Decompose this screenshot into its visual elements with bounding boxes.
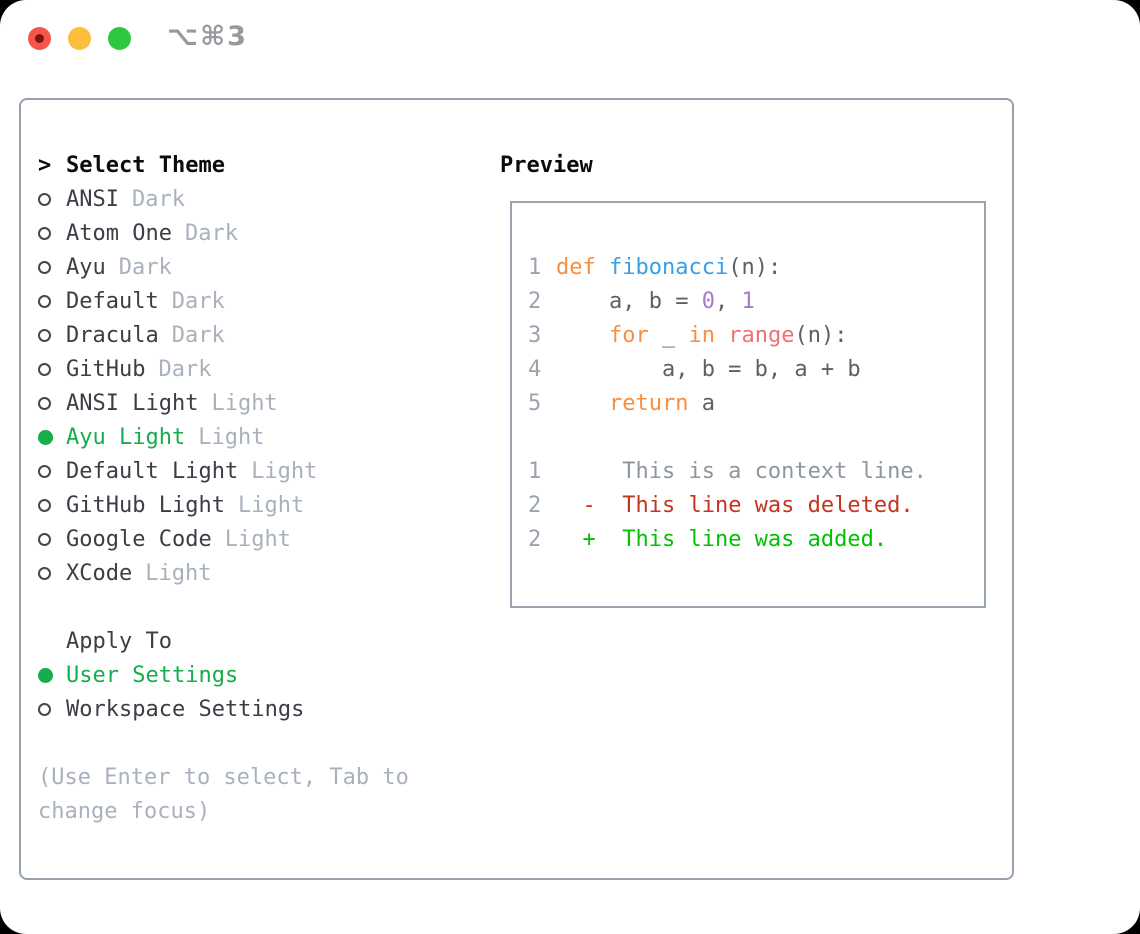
theme-item-ayu[interactable]: Ayu Dark bbox=[38, 250, 409, 284]
theme-item-ayu-light[interactable]: Ayu Light Light bbox=[38, 420, 409, 454]
preview-title: Preview bbox=[500, 152, 593, 178]
theme-name: GitHub bbox=[66, 356, 146, 382]
theme-item-default[interactable]: Default Dark bbox=[38, 284, 409, 318]
theme-item-atom-one[interactable]: Atom One Dark bbox=[38, 216, 409, 250]
radio-icon bbox=[38, 498, 66, 512]
close-dot-icon bbox=[35, 34, 44, 43]
theme-name: ANSI Light bbox=[66, 390, 199, 416]
spacer bbox=[38, 726, 409, 760]
context-line: 1 This is a context line. bbox=[528, 458, 927, 484]
added-line: 2 + This line was added. bbox=[528, 526, 888, 552]
theme-name: Atom One bbox=[66, 220, 172, 246]
theme-variant: Dark bbox=[131, 186, 185, 212]
line-number: 2 bbox=[528, 288, 542, 314]
theme-name: Dracula bbox=[66, 322, 159, 348]
apply-option-label: Workspace Settings bbox=[66, 696, 305, 722]
theme-item-dracula[interactable]: Dracula Dark bbox=[38, 318, 409, 352]
theme-variant: Light bbox=[145, 560, 212, 586]
close-button[interactable] bbox=[28, 27, 51, 50]
radio-icon bbox=[38, 702, 66, 716]
theme-item-default-light[interactable]: Default Light Light bbox=[38, 454, 409, 488]
radio-icon bbox=[38, 328, 66, 342]
theme-variant: Dark bbox=[118, 254, 172, 280]
line-number: 1 bbox=[528, 458, 542, 484]
radio-icon bbox=[38, 362, 66, 376]
theme-variant: Light bbox=[237, 492, 305, 518]
theme-name: XCode bbox=[66, 560, 133, 586]
radio-icon bbox=[38, 464, 66, 478]
theme-variant: Dark bbox=[171, 288, 225, 314]
radio-icon bbox=[38, 396, 66, 410]
radio-icon bbox=[38, 260, 66, 274]
theme-item-ansi[interactable]: ANSI Dark bbox=[38, 182, 409, 216]
line-number: 2 bbox=[528, 492, 542, 518]
theme-variant: Dark bbox=[184, 220, 238, 246]
theme-variant: Dark bbox=[171, 322, 225, 348]
theme-name: GitHub Light bbox=[66, 492, 225, 518]
line-number: 3 bbox=[528, 322, 542, 348]
theme-name: Ayu bbox=[66, 254, 106, 280]
theme-variant: Light bbox=[211, 390, 278, 416]
minimize-button[interactable] bbox=[68, 27, 91, 50]
theme-item-ansi-light[interactable]: ANSI Light Light bbox=[38, 386, 409, 420]
theme-variant: Light bbox=[251, 458, 318, 484]
hint-line-1: (Use Enter to select, Tab to bbox=[38, 764, 409, 790]
theme-variant: Light bbox=[198, 424, 265, 450]
apply-option-workspace-settings[interactable]: Workspace Settings bbox=[38, 692, 409, 726]
theme-name: Google Code bbox=[66, 526, 212, 552]
theme-name: Default Light bbox=[66, 458, 239, 484]
theme-name: Ayu Light bbox=[66, 424, 186, 450]
theme-name: ANSI bbox=[66, 186, 119, 212]
line-number: 1 bbox=[528, 254, 542, 280]
line-number: 5 bbox=[528, 390, 542, 416]
theme-item-github-light[interactable]: GitHub Light Light bbox=[38, 488, 409, 522]
apply-to-header: Apply To bbox=[38, 624, 409, 658]
spacer bbox=[38, 590, 409, 624]
zoom-button[interactable] bbox=[108, 27, 131, 50]
radio-icon bbox=[38, 532, 66, 546]
radio-selected-icon bbox=[38, 667, 66, 683]
code-line: 3 for _ in range(n): bbox=[528, 322, 848, 348]
line-number: 2 bbox=[528, 526, 542, 552]
theme-variant: Light bbox=[224, 526, 291, 552]
code-line: 4 a, b = b, a + b bbox=[528, 356, 861, 382]
radio-selected-icon bbox=[38, 429, 66, 445]
hint-line-2: change focus) bbox=[38, 798, 211, 824]
select-theme-label: Select Theme bbox=[66, 152, 225, 178]
blank-line bbox=[528, 420, 984, 454]
theme-item-google-code[interactable]: Google Code Light bbox=[38, 522, 409, 556]
theme-variant: Dark bbox=[158, 356, 212, 382]
apply-to-label: Apply To bbox=[66, 628, 172, 654]
radio-icon bbox=[38, 294, 66, 308]
theme-item-xcode[interactable]: XCode Light bbox=[38, 556, 409, 590]
apply-option-label: User Settings bbox=[66, 662, 239, 688]
code-line: 2 a, b = 0, 1 bbox=[528, 288, 755, 314]
line-number: 4 bbox=[528, 356, 542, 382]
prompt-icon: > bbox=[38, 152, 52, 178]
radio-icon bbox=[38, 192, 66, 206]
deleted-line: 2 - This line was deleted. bbox=[528, 492, 914, 518]
theme-item-github[interactable]: GitHub Dark bbox=[38, 352, 409, 386]
theme-name: Default bbox=[66, 288, 159, 314]
apply-option-user-settings[interactable]: User Settings bbox=[38, 658, 409, 692]
window-title: ⌥⌘3 bbox=[167, 21, 248, 52]
radio-icon bbox=[38, 226, 66, 240]
code-line: 5 return a bbox=[528, 390, 715, 416]
select-theme-header: > Select Theme bbox=[38, 148, 409, 182]
radio-icon bbox=[38, 566, 66, 580]
